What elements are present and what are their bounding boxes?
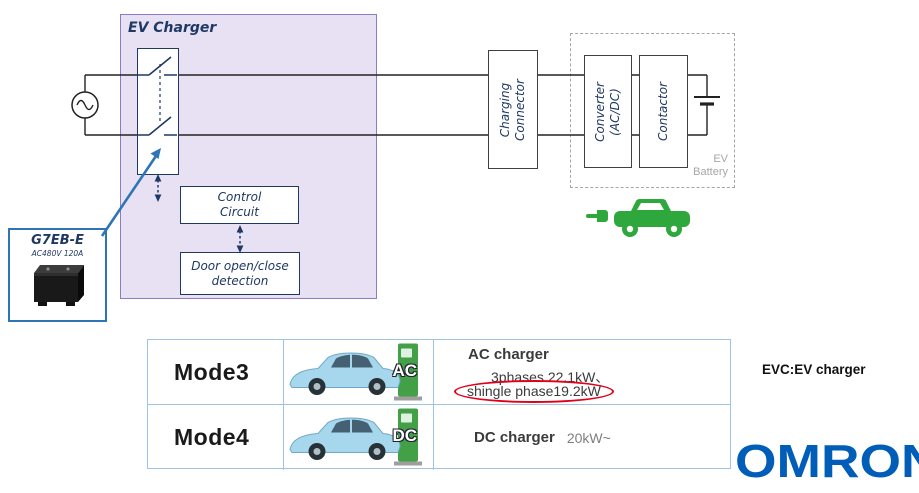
mode4-desc-cell: DC charger 20kW~ <box>434 405 730 470</box>
mode4-label: Mode4 <box>174 424 250 450</box>
mode4-car-cell: DC <box>284 405 434 470</box>
contactor-box: Contactor <box>639 55 688 168</box>
mode3-label: Mode3 <box>174 358 250 385</box>
contactor-label: Contactor <box>656 82 670 141</box>
relay-callout-title: G7EB-E <box>31 233 84 248</box>
relay-callout-subtitle: AC480V 120A <box>31 249 84 258</box>
ac-charger-title: AC charger <box>468 346 549 363</box>
mode3-car-cell: AC <box>284 340 434 405</box>
mode3-desc-cell: AC charger 3phases 22.1kW、 shingle phase… <box>434 340 730 405</box>
ev-car-charging-icon <box>586 199 690 237</box>
converter-box: Converter (AC/DC) <box>584 55 632 168</box>
ac-charger-detail2: shingle phase19.2kW <box>454 380 614 403</box>
converter-label: Converter (AC/DC) <box>593 81 623 142</box>
mode3-cell: Mode3 <box>148 340 284 405</box>
modes-table: Mode3 AC AC charger 3phases 22.1kW、 shin… <box>147 339 731 470</box>
ev-battery-label: EV Battery <box>693 153 728 178</box>
ac-source-icon <box>71 91 99 119</box>
evc-note: EVC:EV charger <box>762 362 866 377</box>
ev-charger-label: EV Charger <box>128 20 217 36</box>
ev-battery-region <box>570 33 735 188</box>
control-circuit-label: Control Circuit <box>217 190 262 219</box>
relay-product-image <box>33 265 84 306</box>
dc-charger-detail: 20kW~ <box>566 429 611 446</box>
omron-logo: OMRON <box>735 435 919 487</box>
mode4-cell: Mode4 <box>148 405 284 470</box>
charging-connector-label: Charging Connector <box>498 78 527 141</box>
relay-callout: G7EB-E AC480V 120A <box>8 228 107 322</box>
relay-switch-box <box>137 48 179 175</box>
dc-charger-title: DC charger <box>474 429 555 446</box>
charging-connector-box: Charging Connector <box>488 50 538 169</box>
door-detection-label: Door open/close detection <box>191 258 289 288</box>
ac-badge: AC <box>392 361 417 380</box>
highlighted-single-phase: shingle phase19.2kW <box>454 380 614 403</box>
door-detection-box: Door open/close detection <box>180 252 300 295</box>
dc-badge: DC <box>392 426 417 445</box>
control-circuit-box: Control Circuit <box>180 186 299 224</box>
